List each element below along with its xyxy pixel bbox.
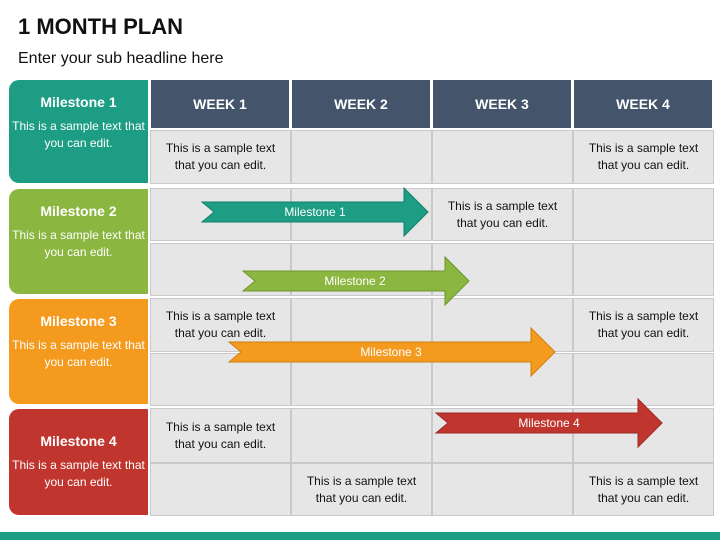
milestone-1-desc: This is a sample text that you can edit. (12, 119, 145, 150)
week-3-header: WEEK 3 (433, 80, 571, 128)
grid-cell-r1-c2 (291, 130, 432, 184)
page-subtitle: Enter your sub headline here (18, 50, 224, 67)
grid-cell-r2-c3: This is a sample text that you can edit. (432, 188, 573, 241)
grid-cell-r1-c1: This is a sample text that you can edit. (150, 130, 291, 184)
milestone-2-arrow: Milestone 2 (241, 255, 470, 307)
milestone-2-panel: Milestone 2 This is a sample text that y… (9, 189, 148, 294)
grid-cell-r6-c2 (291, 408, 432, 463)
milestone-2-arrow-shape (241, 255, 470, 307)
milestone-4-arrow-shape (434, 397, 663, 449)
grid-cell-r2-c4 (573, 188, 714, 241)
page-title: 1 MONTH PLAN (18, 14, 183, 39)
milestone-2-title: Milestone 2 (40, 203, 117, 219)
week-4-header: WEEK 4 (574, 80, 712, 128)
milestone-1-arrow: Milestone 1 (200, 186, 429, 238)
milestone-3-title: Milestone 3 (40, 313, 117, 329)
grid-cell-r7-c1 (150, 463, 291, 516)
grid-cell-r7-c4: This is a sample text that you can edit. (573, 463, 714, 516)
grid-cell-r6-c1: This is a sample text that you can edit. (150, 408, 291, 463)
milestone-1-title: Milestone 1 (40, 94, 117, 110)
milestone-4-arrow: Milestone 4 (434, 397, 663, 449)
grid-cell-r3-c4 (573, 243, 714, 296)
milestone-4-arrow-label: Milestone 4 (518, 416, 580, 430)
week-1-header: WEEK 1 (151, 80, 289, 128)
milestone-3-arrow-label: Milestone 3 (360, 345, 422, 359)
milestone-2-arrow-label: Milestone 2 (324, 274, 386, 288)
grid-cell-r1-c4: This is a sample text that you can edit. (573, 130, 714, 184)
milestone-3-arrow: Milestone 3 (227, 326, 556, 378)
week-2-header: WEEK 2 (292, 80, 430, 128)
grid-cell-r1-c3 (432, 130, 573, 184)
milestone-2-desc: This is a sample text that you can edit. (12, 228, 145, 259)
milestone-3-desc: This is a sample text that you can edit. (12, 338, 145, 369)
grid-cell-r4-c4: This is a sample text that you can edit. (573, 298, 714, 352)
grid-cell-r7-c3 (432, 463, 573, 516)
milestone-3-arrow-shape (227, 326, 556, 378)
milestone-4-panel: Milestone 4 This is a sample text that y… (9, 409, 148, 515)
milestone-1-panel: Milestone 1 This is a sample text that y… (9, 80, 148, 183)
milestone-4-desc: This is a sample text that you can edit. (12, 458, 145, 489)
milestone-3-panel: Milestone 3 This is a sample text that y… (9, 299, 148, 404)
grid-cell-r7-c2: This is a sample text that you can edit. (291, 463, 432, 516)
bottom-accent-bar (0, 532, 720, 540)
milestone-1-arrow-label: Milestone 1 (284, 205, 346, 219)
milestone-1-arrow-shape (200, 186, 429, 238)
milestone-4-title: Milestone 4 (40, 433, 117, 449)
